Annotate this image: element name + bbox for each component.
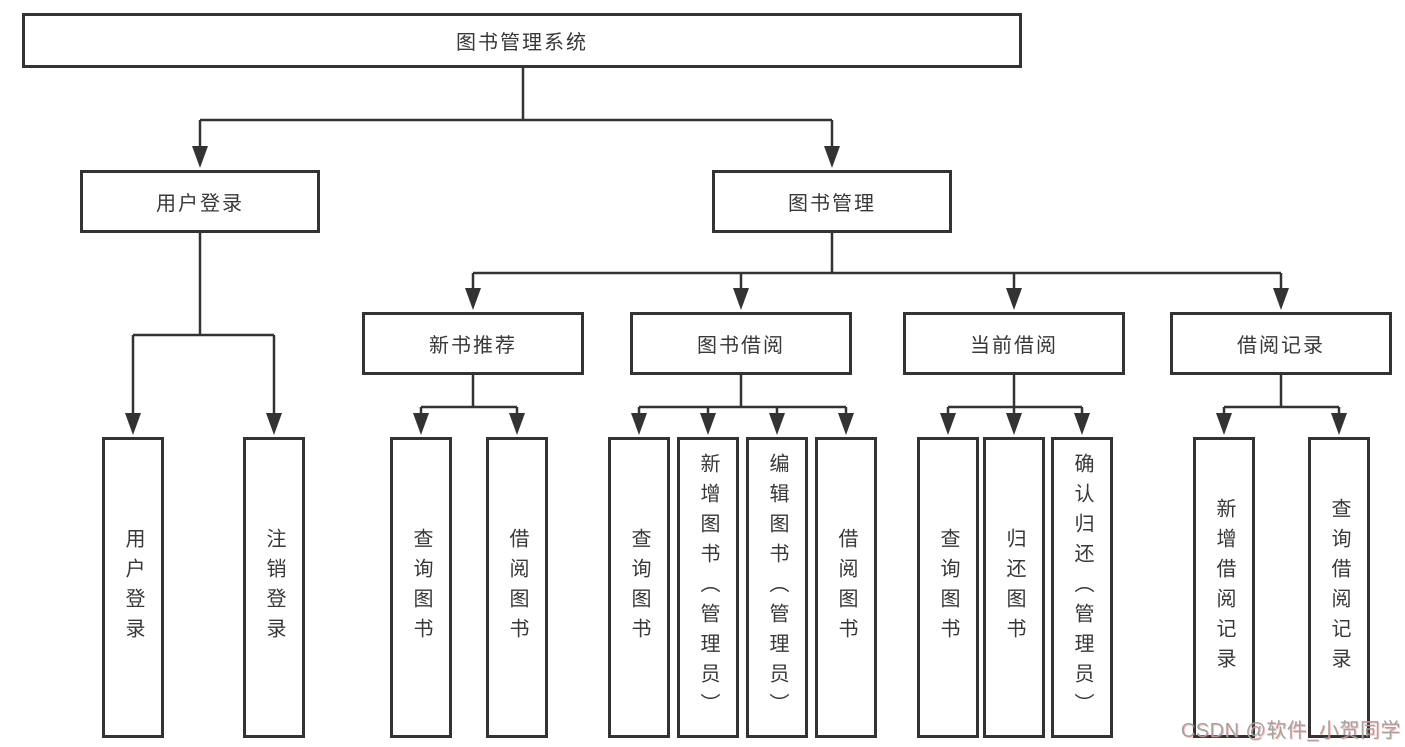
leaf-recommend-search-books: 查询图书 bbox=[390, 437, 452, 738]
node-book-management-label: 图书管理 bbox=[788, 193, 876, 215]
leaf-current-return-books: 归还图书 bbox=[983, 437, 1045, 738]
leaf-current-return-books-label: 归还图书 bbox=[1003, 527, 1025, 648]
leaf-borrow-search-books-label: 查询图书 bbox=[628, 527, 650, 648]
leaf-current-confirm-return-admin: 确认归还（管理员） bbox=[1051, 437, 1113, 738]
node-root-label: 图书管理系统 bbox=[456, 32, 588, 54]
leaf-logout: 注销登录 bbox=[243, 437, 305, 738]
node-book-borrowing: 图书借阅 bbox=[630, 312, 852, 375]
leaf-current-search-books: 查询图书 bbox=[917, 437, 979, 738]
node-user-login: 用户登录 bbox=[80, 170, 320, 233]
leaf-borrow-edit-books-admin: 编辑图书（管理员） bbox=[746, 437, 808, 738]
connector-book-management-to-level3 bbox=[471, 233, 1283, 293]
node-book-management: 图书管理 bbox=[712, 170, 952, 233]
node-book-borrowing-label: 图书借阅 bbox=[697, 335, 785, 357]
leaf-recommend-borrow-books: 借阅图书 bbox=[486, 437, 548, 738]
connector-current-borrow-to-leaves bbox=[946, 375, 1084, 419]
leaf-borrow-search-books: 查询图书 bbox=[608, 437, 670, 738]
leaf-recommend-borrow-books-label: 借阅图书 bbox=[506, 527, 528, 648]
leaf-records-search-record-label: 查询借阅记录 bbox=[1328, 497, 1350, 678]
leaf-borrow-add-books-admin: 新增图书（管理员） bbox=[677, 437, 739, 738]
node-current-borrowing: 当前借阅 bbox=[903, 312, 1125, 375]
csdn-watermark: CSDN @软件_小贺同学 bbox=[1180, 720, 1401, 742]
node-new-book-recommend-label: 新书推荐 bbox=[429, 335, 517, 357]
connector-user-login-to-leaves bbox=[131, 233, 276, 419]
leaf-records-add-record-label: 新增借阅记录 bbox=[1213, 497, 1235, 678]
leaf-borrow-add-books-admin-label: 新增图书（管理员） bbox=[697, 452, 719, 723]
arrowheads bbox=[125, 146, 1347, 435]
connector-book-borrow-to-leaves bbox=[637, 375, 848, 419]
leaf-records-search-record: 查询借阅记录 bbox=[1308, 437, 1370, 738]
node-new-book-recommend: 新书推荐 bbox=[362, 312, 584, 375]
leaf-borrow-borrow-books-label: 借阅图书 bbox=[835, 527, 857, 648]
node-current-borrowing-label: 当前借阅 bbox=[970, 335, 1058, 357]
leaf-current-confirm-return-admin-label: 确认归还（管理员） bbox=[1071, 452, 1093, 723]
node-root: 图书管理系统 bbox=[22, 13, 1022, 68]
leaf-user-login: 用户登录 bbox=[102, 437, 164, 738]
leaf-recommend-search-books-label: 查询图书 bbox=[410, 527, 432, 648]
leaf-borrow-borrow-books: 借阅图书 bbox=[815, 437, 877, 738]
connector-borrow-records-to-leaves bbox=[1222, 375, 1341, 419]
leaf-records-add-record: 新增借阅记录 bbox=[1193, 437, 1255, 738]
leaf-logout-label: 注销登录 bbox=[263, 527, 285, 648]
node-user-login-label: 用户登录 bbox=[156, 193, 244, 215]
connector-root-to-level2 bbox=[198, 68, 834, 150]
leaf-user-login-label: 用户登录 bbox=[122, 527, 144, 648]
connector-new-book-to-leaves bbox=[419, 375, 519, 419]
node-borrow-records-label: 借阅记录 bbox=[1237, 335, 1325, 357]
leaf-current-search-books-label: 查询图书 bbox=[937, 527, 959, 648]
node-borrow-records: 借阅记录 bbox=[1170, 312, 1392, 375]
leaf-borrow-edit-books-admin-label: 编辑图书（管理员） bbox=[766, 452, 788, 723]
